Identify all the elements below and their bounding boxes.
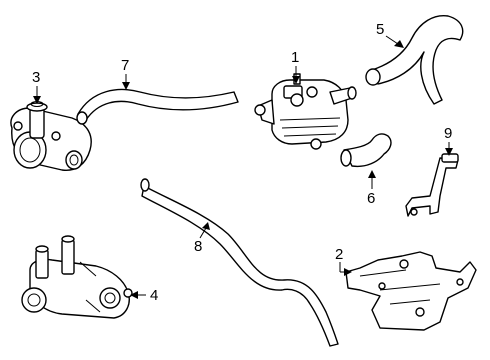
part-8-long-hose[interactable]	[140, 178, 339, 347]
callout-9: 9	[444, 125, 453, 156]
callout-label-8: 8	[194, 238, 202, 255]
part-9-sensor-bracket[interactable]	[405, 153, 459, 217]
part-2-bracket[interactable]	[345, 251, 477, 331]
callout-5: 5	[376, 21, 404, 48]
callout-3: 3	[32, 69, 41, 104]
callout-4: 4	[130, 287, 158, 304]
callout-1: 1	[291, 49, 300, 84]
part-1-valve-assembly[interactable]	[254, 73, 357, 150]
callout-label-6: 6	[367, 190, 375, 207]
callout-7: 7	[121, 57, 130, 90]
callout-2: 2	[335, 246, 352, 276]
callout-label-7: 7	[121, 57, 129, 74]
callout-label-1: 1	[291, 49, 299, 66]
callout-label-9: 9	[444, 125, 452, 142]
callout-6: 6	[367, 170, 376, 207]
part-5-hose[interactable]	[365, 15, 464, 105]
callout-label-5: 5	[376, 21, 384, 38]
part-4-pipe-housing[interactable]	[21, 235, 133, 319]
callout-label-3: 3	[32, 69, 40, 86]
part-7-hose[interactable]	[76, 88, 239, 125]
callout-8: 8	[194, 222, 210, 255]
callout-label-2: 2	[335, 246, 343, 263]
part-6-elbow-hose[interactable]	[340, 133, 392, 168]
callout-label-4: 4	[150, 287, 158, 304]
